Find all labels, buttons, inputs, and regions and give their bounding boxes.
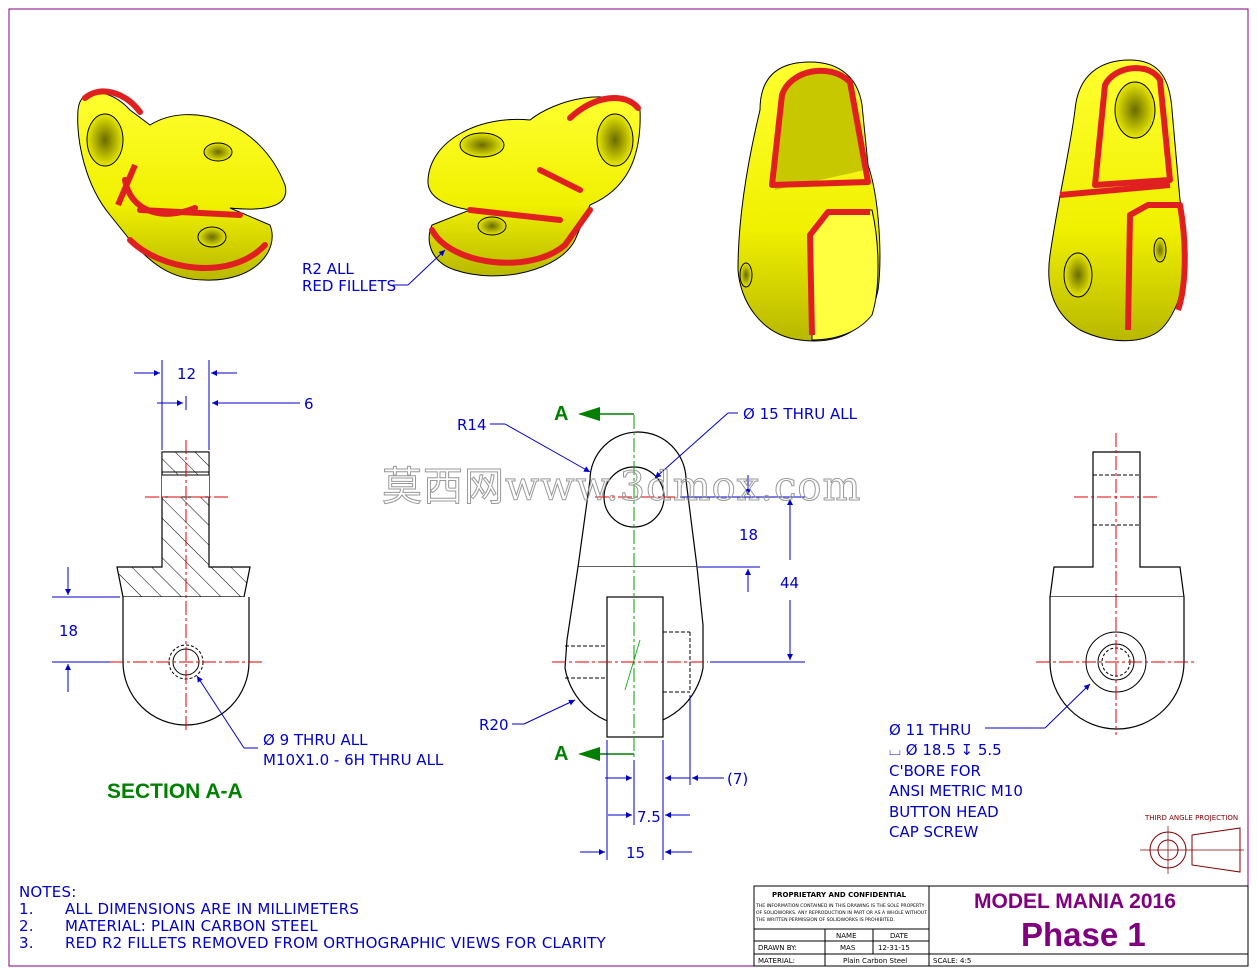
note-text: MATERIAL: PLAIN CARBON STEEL <box>65 917 318 935</box>
drawn-by-value: MAS <box>840 944 856 952</box>
fillet-callout: R2 ALL RED FILLETS <box>302 249 446 295</box>
drawing-subtitle: Phase 1 <box>1021 916 1146 953</box>
dim-r20: R20 <box>479 716 509 734</box>
dim-7-5: 7.5 <box>637 808 661 826</box>
dim-7: (7) <box>727 770 748 788</box>
iso-view-2 <box>427 94 641 277</box>
hole-callout-2: M10X1.0 - 6H THRU ALL <box>263 751 444 769</box>
material-value: Plain Carbon Steel <box>843 957 907 965</box>
title-block: PROPRIETARY AND CONFIDENTIAL THE INFORMA… <box>753 885 1249 967</box>
iso-view-3 <box>737 61 881 342</box>
cbore-2: ⌴ Ø 18.5 ↧ 5.5 <box>889 741 1002 759</box>
dim-18-left: 18 <box>59 622 78 640</box>
section-label: SECTION A-A <box>107 780 243 803</box>
iso-view-4 <box>1048 59 1188 342</box>
sheet-border <box>8 8 1249 967</box>
section-mark-bottom: A <box>554 743 568 765</box>
material-label: MATERIAL: <box>758 957 795 965</box>
note-number: 2. <box>19 917 34 935</box>
projection-symbol: THIRD ANGLE PROJECTION <box>1140 814 1244 874</box>
dim-6: 6 <box>304 395 314 413</box>
fillet-label-2: RED FILLETS <box>302 277 396 295</box>
section-view: 12 6 18 Ø 9 THRU ALL M10X1.0 - 6H THRU A… <box>52 360 444 803</box>
dim-15: 15 <box>626 844 645 862</box>
cbore-1: Ø 11 THRU <box>889 721 971 739</box>
notes-title: NOTES: <box>19 883 77 901</box>
notes-block: NOTES: 1. ALL DIMENSIONS ARE IN MILLIMETE… <box>19 884 606 952</box>
cbore-5: BUTTON HEAD <box>889 803 999 821</box>
projection-label: THIRD ANGLE PROJECTION <box>1144 814 1238 822</box>
note-item: 1. ALL DIMENSIONS ARE IN MILLIMETERS <box>19 901 606 918</box>
watermark: 莫西网www.3dmox.com <box>382 464 861 510</box>
note-text: ALL DIMENSIONS ARE IN MILLIMETERS <box>65 900 360 918</box>
side-view: Ø 11 THRU ⌴ Ø 18.5 ↧ 5.5 C'BORE FOR ANSI… <box>889 433 1196 841</box>
prop-line-3: THE WRITTEN PERMISSION OF SOLIDWORKS IS … <box>755 917 895 923</box>
dim-18-mid: 18 <box>739 526 758 544</box>
dim-44: 44 <box>780 574 799 592</box>
cbore-3: C'BORE FOR <box>889 762 981 780</box>
prop-line-1: THE INFORMATION CONTAINED IN THIS DRAWIN… <box>755 903 925 909</box>
fillet-label-1: R2 ALL <box>302 260 354 278</box>
cbore-6: CAP SCREW <box>889 823 978 841</box>
note-item: 3. RED R2 FILLETS REMOVED FROM ORTHOGRAPH… <box>19 935 606 952</box>
cbore-4: ANSI METRIC M10 <box>889 782 1023 800</box>
dim-r14: R14 <box>457 416 487 434</box>
dim-12: 12 <box>177 365 196 383</box>
iso-view-1 <box>77 88 287 281</box>
prop-line-2: OF SOLIDWORKS. ANY REPRODUCTION IN PART … <box>756 910 927 916</box>
note-number: 1. <box>19 900 34 918</box>
section-mark-top: A <box>554 403 568 425</box>
note-number: 3. <box>19 934 34 952</box>
prop-title: PROPRIETARY AND CONFIDENTIAL <box>772 891 907 899</box>
front-view: A A R14 Ø 15 THRU ALL 18 44 R20 ( <box>457 403 858 862</box>
note-text: RED R2 FILLETS REMOVED FROM ORTHOGRAPHIC… <box>65 934 606 952</box>
dim-d15-thru: Ø 15 THRU ALL <box>743 405 858 423</box>
hole-callout-1: Ø 9 THRU ALL <box>263 731 368 749</box>
drawing-title: MODEL MANIA 2016 <box>974 890 1176 913</box>
name-header: NAME <box>836 932 857 940</box>
date-value: 12-31-15 <box>878 944 910 952</box>
note-item: 2. MATERIAL: PLAIN CARBON STEEL <box>19 918 606 935</box>
drawn-by-label: DRAWN BY: <box>758 944 797 952</box>
date-header: DATE <box>890 932 908 940</box>
scale-value: SCALE: 4:5 <box>933 957 971 965</box>
